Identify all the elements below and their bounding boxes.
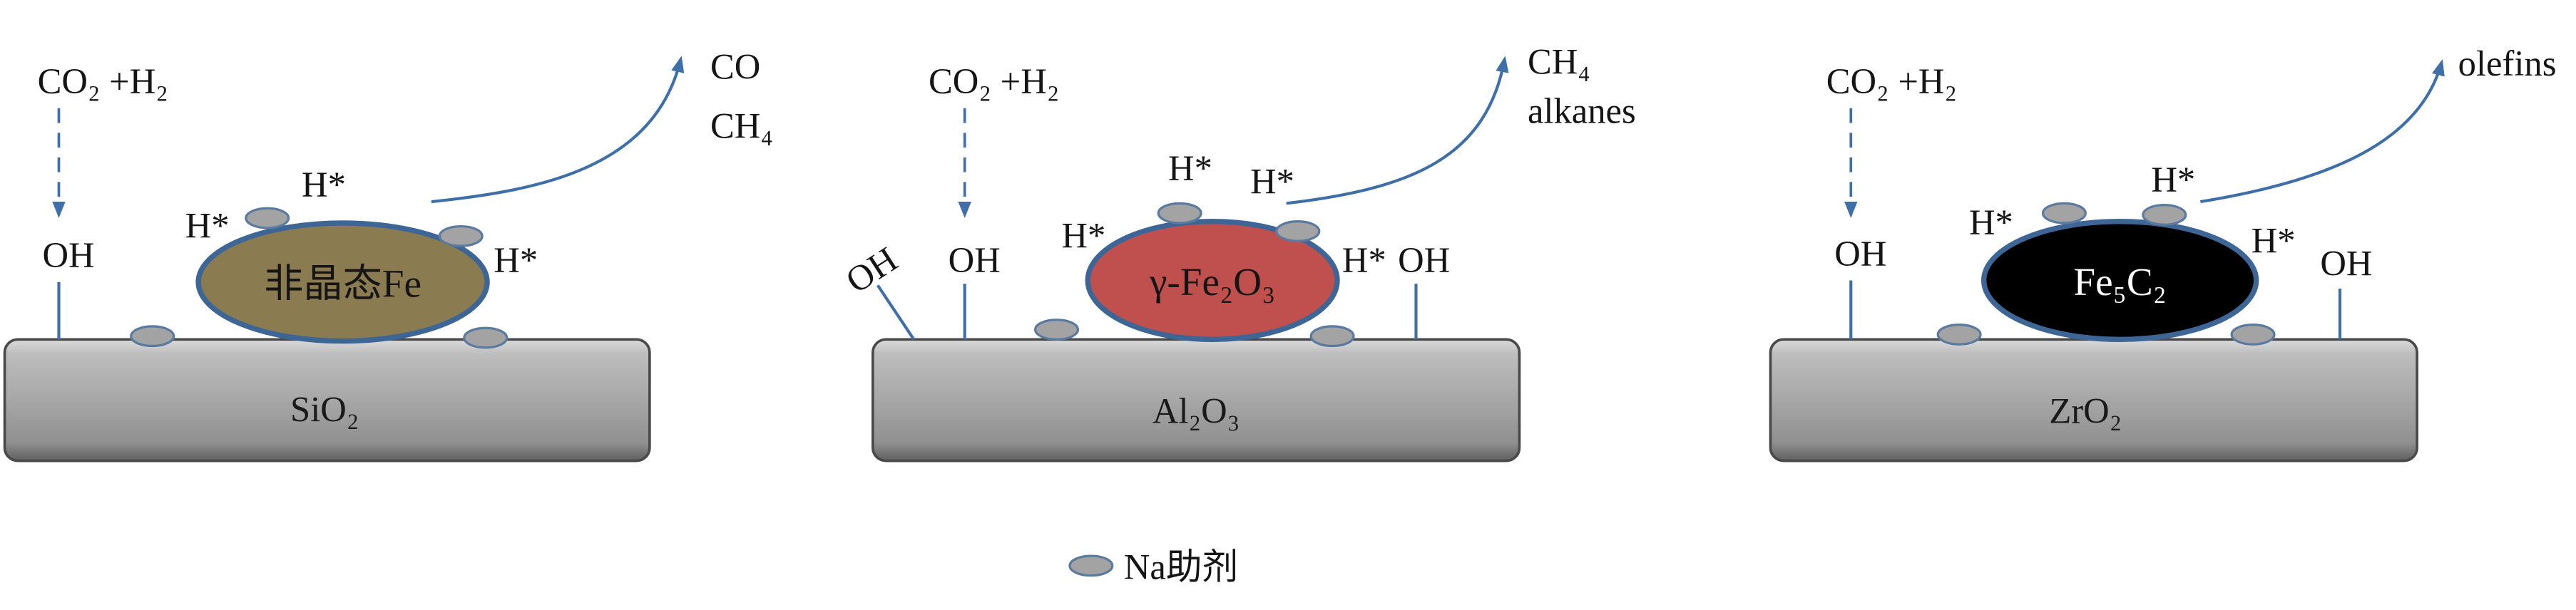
h-adsorbed-label: H* bbox=[185, 206, 230, 246]
product-label: CO bbox=[710, 46, 760, 86]
panel-zro2: CO₂ +H₂ ZrO₂ OH OH Fe₅C₂ H* H* H* olefin… bbox=[1769, 43, 2557, 462]
catalyst-label-text: Fe₅C₂ bbox=[2073, 260, 2167, 304]
product-arrow bbox=[2200, 58, 2445, 204]
legend: Na助剂 bbox=[1068, 547, 1238, 586]
product-arrow bbox=[431, 56, 685, 204]
product-label: CH₄ bbox=[1528, 42, 1590, 82]
na-particle bbox=[2142, 204, 2187, 226]
h-adsorbed-label: H* bbox=[1342, 240, 1386, 280]
product-arrow bbox=[1286, 56, 1509, 205]
oh-label: OH bbox=[2320, 244, 2372, 284]
na-promoter-particle-icon bbox=[1068, 554, 1114, 577]
h-adsorbed-label: H* bbox=[1969, 202, 2013, 242]
support-label: ZrO₂ bbox=[2049, 391, 2122, 431]
catalyst-label: 非晶态Fe bbox=[264, 262, 421, 305]
oh-label: OH bbox=[949, 240, 1001, 280]
reactant-label: CO₂ +H₂ bbox=[1826, 61, 1957, 101]
catalyst-particle bbox=[1980, 218, 2259, 343]
h-adsorbed-label: H* bbox=[302, 165, 346, 205]
na-particle bbox=[1157, 202, 1202, 224]
na-particle bbox=[463, 326, 508, 349]
reactant-label: CO₂ +H₂ bbox=[38, 61, 168, 101]
oh-label: OH bbox=[42, 235, 94, 275]
catalyst-label: γ-Fe₂O₃ bbox=[1149, 260, 1275, 304]
catalyst-particle bbox=[195, 220, 490, 344]
na-particle bbox=[2230, 324, 2276, 346]
oh-label: OH bbox=[1834, 234, 1886, 274]
product-label: CH₄ bbox=[710, 105, 773, 145]
oh-bond bbox=[876, 284, 916, 341]
h-adsorbed-label: H* bbox=[2252, 220, 2296, 260]
reactant-label: CO₂ +H₂ bbox=[929, 61, 1059, 101]
na-particle bbox=[1275, 220, 1321, 242]
panel-sio2: CO₂ +H₂ SiO₂ OH 非晶态Fe H* H* H* CO CH₄ bbox=[3, 46, 773, 462]
na-particle bbox=[2041, 202, 2087, 224]
product-label: olefins bbox=[2458, 43, 2557, 83]
na-particle bbox=[1309, 325, 1355, 348]
na-particle bbox=[130, 325, 175, 348]
oh-label: OH bbox=[1398, 240, 1450, 280]
na-particle bbox=[1034, 319, 1080, 341]
na-particle bbox=[1936, 324, 1982, 346]
h-adsorbed-label: H* bbox=[494, 240, 538, 280]
legend-label: Na助剂 bbox=[1124, 547, 1238, 586]
na-particle bbox=[245, 207, 290, 229]
oh-label: OH bbox=[839, 239, 904, 301]
support-label: SiO₂ bbox=[290, 389, 359, 429]
h-adsorbed-label: H* bbox=[1168, 148, 1212, 188]
catalyst-particle bbox=[1085, 218, 1340, 343]
panel-al2o3: CO₂ +H₂ Al₂O₃ OH OH OH γ-Fe₂O₃ H* H* H* … bbox=[839, 42, 1636, 462]
support-label: Al₂O₃ bbox=[1152, 391, 1240, 431]
na-particle bbox=[438, 224, 484, 247]
h-adsorbed-label: H* bbox=[2151, 160, 2195, 200]
h-adsorbed-label: H* bbox=[1250, 162, 1294, 202]
product-label: alkanes bbox=[1528, 91, 1636, 131]
h-adsorbed-label: H* bbox=[1061, 215, 1105, 255]
catalyst-label: Fe₅C₂ bbox=[2073, 260, 2167, 304]
